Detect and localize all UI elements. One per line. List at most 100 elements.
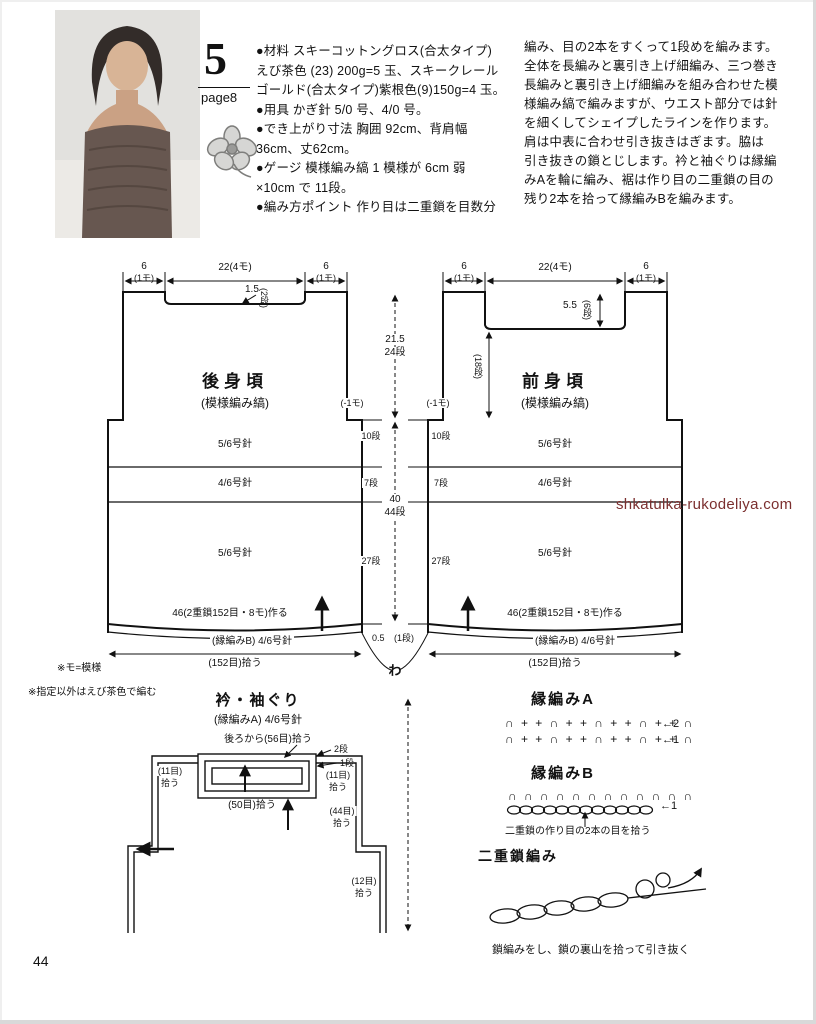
front-hem-pickup: (152目)拾う xyxy=(526,658,584,670)
back-neck-width: 22(4モ) xyxy=(216,262,254,274)
hem-edge-cm: 0.5 xyxy=(370,633,387,644)
collar-title: 衿・袖ぐり xyxy=(215,692,301,709)
instructions-line: 様編み縞で編みますが、ウエスト部分では針 xyxy=(524,97,778,111)
edging-a-row1-mark: ←1 xyxy=(662,734,680,746)
collar-pickup-44: (44目) xyxy=(327,806,357,817)
front-seg-7: 7段 xyxy=(431,478,451,489)
front-needle-bottom: 5/6号針 xyxy=(538,548,572,559)
model-photo-art xyxy=(55,10,200,238)
instructions-line: 全体を長編みと裏引き上げ細編み、三つ巻き xyxy=(524,59,779,73)
edging-a-title: 縁編みA xyxy=(531,691,595,708)
front-shoulder-unit-right: (1モ) xyxy=(636,273,656,283)
materials-block: ●材料 スキーコットングロス(合太タイプ) えび茶色 (23) 200g=5 玉… xyxy=(256,42,524,218)
collar-rows-2: 2段 xyxy=(334,744,349,754)
collar-pickup-12: (12目) xyxy=(349,876,379,887)
back-shoulder-width-left: 6 xyxy=(141,261,147,272)
front-needle-mid: 4/6号針 xyxy=(536,478,574,490)
edging-b-row-symbols: ∩ ∩ ∩ ∩ ∩ ∩ ∩ ∩ ∩ ∩ ∩ ∩ xyxy=(508,789,695,803)
back-cast-on: 46(2重鎖152目・8モ)作る xyxy=(170,608,290,620)
page-reference: page8 xyxy=(201,90,238,105)
edging-b-title: 縁編みB xyxy=(531,765,595,782)
issue-number: 5 xyxy=(204,33,227,84)
front-shoulder-width-left: 6 xyxy=(461,261,467,272)
collar-pickup-12b: 拾う xyxy=(352,888,376,899)
body-length-rows: 44段 xyxy=(382,507,408,519)
collar-pickup-11-left2: 拾う xyxy=(158,778,182,789)
collar-pickup-44b: 拾う xyxy=(330,818,354,829)
fold-mark: わ xyxy=(388,663,402,678)
flower-icon xyxy=(206,125,258,178)
materials-line: ●編み方ポイント 作り目は二重鎖を目数分 xyxy=(256,200,497,214)
body-length-cm: 40 xyxy=(387,494,403,506)
back-piece-title: 後身頃 xyxy=(202,372,268,391)
front-neck-to-armhole-rows: (18段) xyxy=(471,354,486,380)
front-piece-title: 前身頃 xyxy=(522,372,588,391)
collar-pickup-11-left: (11目) xyxy=(155,766,185,777)
front-seg-27: 27段 xyxy=(429,556,453,567)
edging-a-row2-mark: ←2 xyxy=(662,718,680,730)
collar-pickup-11-right: (11目) xyxy=(323,770,353,781)
edging-b-caption: 二重鎖の作り目の2本の目を拾う xyxy=(505,826,651,837)
instructions-line: みAを輪に編み、裾は作り目の二重鎖の目の xyxy=(524,173,774,187)
front-neck-width: 22(4モ) xyxy=(536,262,574,274)
front-cast-on: 46(2重鎖152目・8モ)作る xyxy=(505,608,625,620)
collar-subtitle: (縁編みA) 4/6号針 xyxy=(213,714,303,726)
front-armhole-decrease: (-1モ) xyxy=(424,398,452,409)
materials-line: ●用具 かぎ針 5/0 号、4/0 号。 xyxy=(256,102,429,117)
back-needle-top: 5/6号針 xyxy=(218,439,252,450)
armhole-depth-rows: 24段 xyxy=(382,347,408,359)
back-armhole-decrease: (-1モ) xyxy=(338,398,366,409)
model-photo xyxy=(55,10,200,238)
materials-line: ゴールド(合太タイプ)紫根色(9)150g=4 玉。 xyxy=(256,83,506,97)
materials-line: えび茶色 (23) 200g=5 玉、スキークレール xyxy=(256,63,499,78)
front-seg-10: 10段 xyxy=(429,431,453,442)
back-hem-edging: (縁編みB) 4/6号針 xyxy=(209,636,295,648)
collar-pickup-50: (50目)拾う xyxy=(228,800,276,811)
materials-line: ×10cm で 11段。 xyxy=(256,180,354,195)
instructions-block: 編み、目の2本をすくって1段めを編みます。 全体を長編みと裏引き上げ細編み、三つ… xyxy=(524,38,804,209)
back-hem-pickup: (152目)拾う xyxy=(206,658,264,670)
instructions-line: 引き抜きの鎖とじします。衿と袖ぐりは縁編 xyxy=(524,154,777,168)
instructions-line: を細くしてシェイプしたラインを作ります。 xyxy=(524,116,777,130)
materials-line: ●材料 スキーコットングロス(合太タイプ) xyxy=(256,44,493,58)
note-pattern-abbrev: ※モ=模様 xyxy=(57,663,102,674)
collar-pickup-56: 後ろから(56目)拾う xyxy=(224,734,312,745)
materials-line: ●ゲージ 模様編み縞 1 模様が 6cm 弱 xyxy=(256,161,466,175)
back-seg-27: 27段 xyxy=(359,556,383,567)
instructions-line: 残り2本を拾って縁編みBを編みます。 xyxy=(524,192,742,206)
back-needle-bottom: 5/6号針 xyxy=(218,548,252,559)
armhole-depth-cm: 21.5 xyxy=(383,334,407,346)
materials-line: 36cm、丈62cm。 xyxy=(256,141,357,156)
edging-a-row2-symbols: ∩ + + ∩ + + ∩ + + ∩ + + ∩ xyxy=(505,716,695,730)
double-chain-caption: 鎖編みをし、鎖の裏山を拾って引き抜く xyxy=(492,944,690,956)
front-hem-edging: (縁編みB) 4/6号針 xyxy=(532,636,618,648)
materials-line: ●でき上がり寸法 胸囲 92cm、背肩幅 xyxy=(256,122,468,136)
back-needle-mid: 4/6号針 xyxy=(216,478,254,490)
edging-b-row-mark: ←1 xyxy=(660,800,678,812)
issue-underline xyxy=(198,87,250,88)
hem-edge-rows: (1段) xyxy=(392,633,416,644)
back-neck-depth: 1.5 xyxy=(245,284,259,295)
collar-pickup-11-right2: 拾う xyxy=(326,782,350,793)
front-shoulder-width-right: 6 xyxy=(643,261,649,272)
back-shoulder-unit-left: (1モ) xyxy=(134,273,154,283)
back-seg-7: 7段 xyxy=(361,478,381,489)
page-number: 44 xyxy=(33,953,49,969)
back-seg-10: 10段 xyxy=(359,431,383,442)
double-chain-title: 二重鎖編み xyxy=(478,848,558,864)
back-shoulder-unit-right: (1モ) xyxy=(316,273,336,283)
edging-a-row1-symbols: ∩ + + ∩ + + ∩ + + ∩ + + ∩ xyxy=(505,732,695,746)
back-piece-subtitle: (模様編み縞) xyxy=(201,396,269,410)
back-shoulder-width-right: 6 xyxy=(323,261,329,272)
watermark: shkatulka-rukodeliya.com xyxy=(616,496,793,513)
front-neck-depth: 5.5 xyxy=(563,300,577,311)
front-needle-top: 5/6号針 xyxy=(538,439,572,450)
collar-rows-1: 1段 xyxy=(340,758,355,768)
back-neck-depth-rows: (2段) xyxy=(259,288,270,308)
instructions-line: 長編みと裏引き上げ細編みを組み合わせた模 xyxy=(524,78,779,92)
front-shoulder-unit-left: (1モ) xyxy=(454,273,474,283)
front-piece-subtitle: (模様編み縞) xyxy=(521,396,589,410)
instructions-line: 編み、目の2本をすくって1段めを編みます。 xyxy=(524,40,778,54)
front-neck-depth-rows: (6段) xyxy=(582,300,593,320)
